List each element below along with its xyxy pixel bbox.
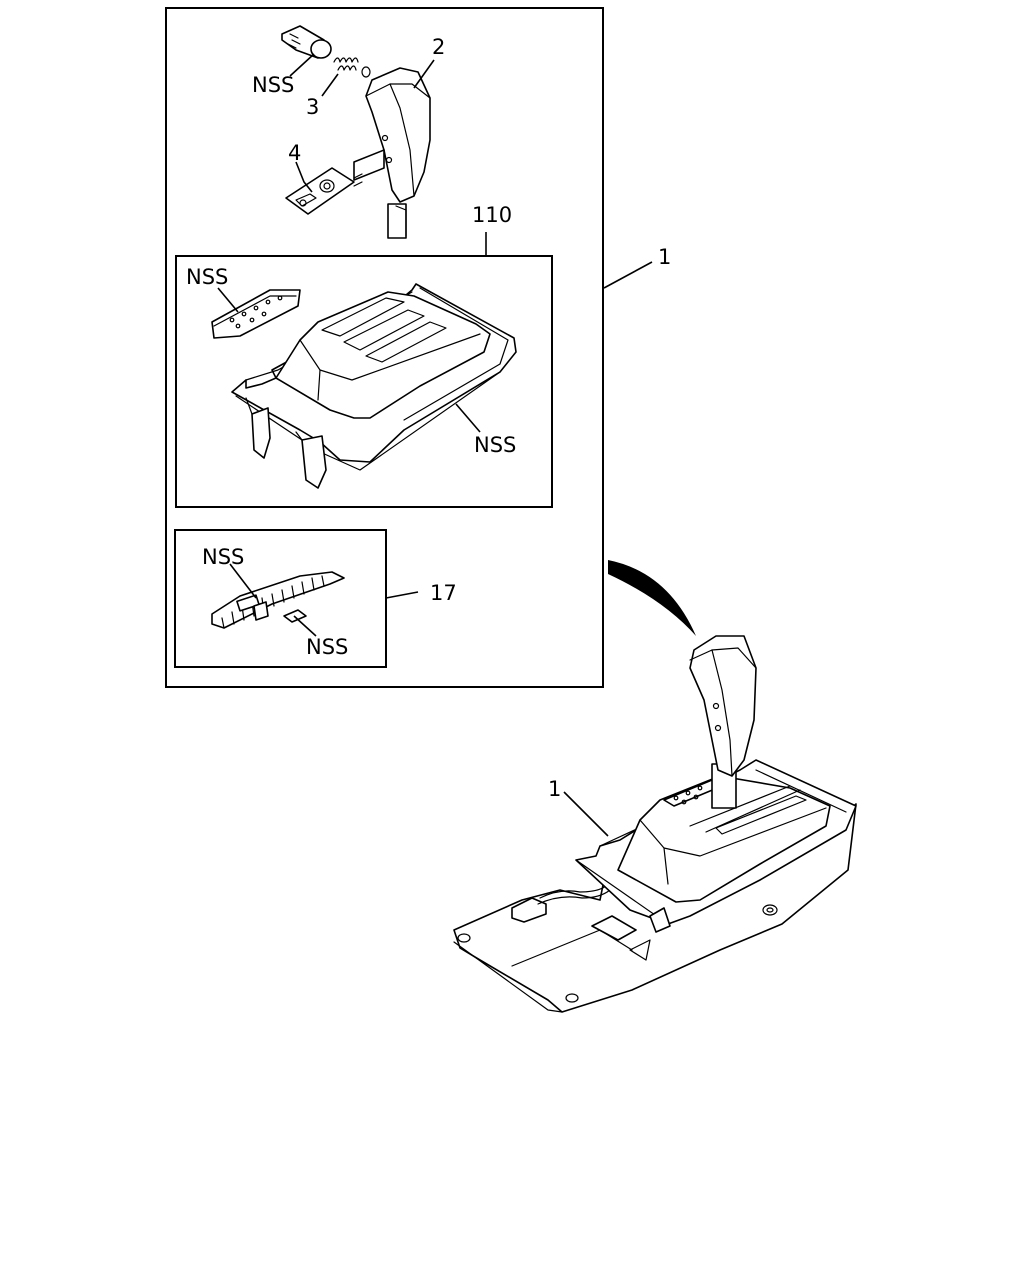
assembly-frame (165, 7, 604, 688)
leader-1-assembly (563, 791, 609, 837)
shift-lever-assembly (453, 635, 857, 1013)
label-part-4: 4 (288, 141, 301, 165)
spring (333, 57, 371, 78)
label-nss-indicator: NSS (186, 265, 228, 289)
label-nss-slide-cover: NSS (202, 545, 244, 569)
leader-3 (321, 73, 339, 97)
knob-button (281, 25, 332, 59)
leader-nss-3 (455, 403, 481, 433)
shift-knob (353, 67, 431, 239)
leader-nss-4 (229, 563, 257, 599)
label-nss-knob-button: NSS (252, 73, 294, 97)
leader-1-outer (603, 261, 653, 289)
leader-4 (295, 161, 313, 193)
label-nss-shift-cover: NSS (474, 433, 516, 457)
leader-2 (413, 59, 435, 89)
leader-nss-5 (293, 615, 317, 637)
shift-cover-tray (231, 283, 517, 489)
label-part-3: 3 (306, 95, 319, 119)
label-part-1-assembly: 1 (548, 777, 561, 801)
label-part-17: 17 (430, 581, 457, 605)
label-part-1-outer: 1 (658, 245, 671, 269)
bolt-plate (285, 167, 363, 215)
label-part-110: 110 (472, 203, 512, 227)
leader-17 (385, 591, 419, 599)
shift-cover-box (175, 255, 553, 508)
position-indicator (211, 289, 301, 339)
slide-cover-box (174, 529, 387, 668)
pointer-arrow (608, 560, 696, 636)
leader-nss-1 (289, 53, 315, 77)
label-nss-slide-piece: NSS (306, 635, 348, 659)
label-part-2: 2 (432, 35, 445, 59)
leader-nss-2 (217, 287, 239, 313)
slide-cover (211, 571, 345, 629)
